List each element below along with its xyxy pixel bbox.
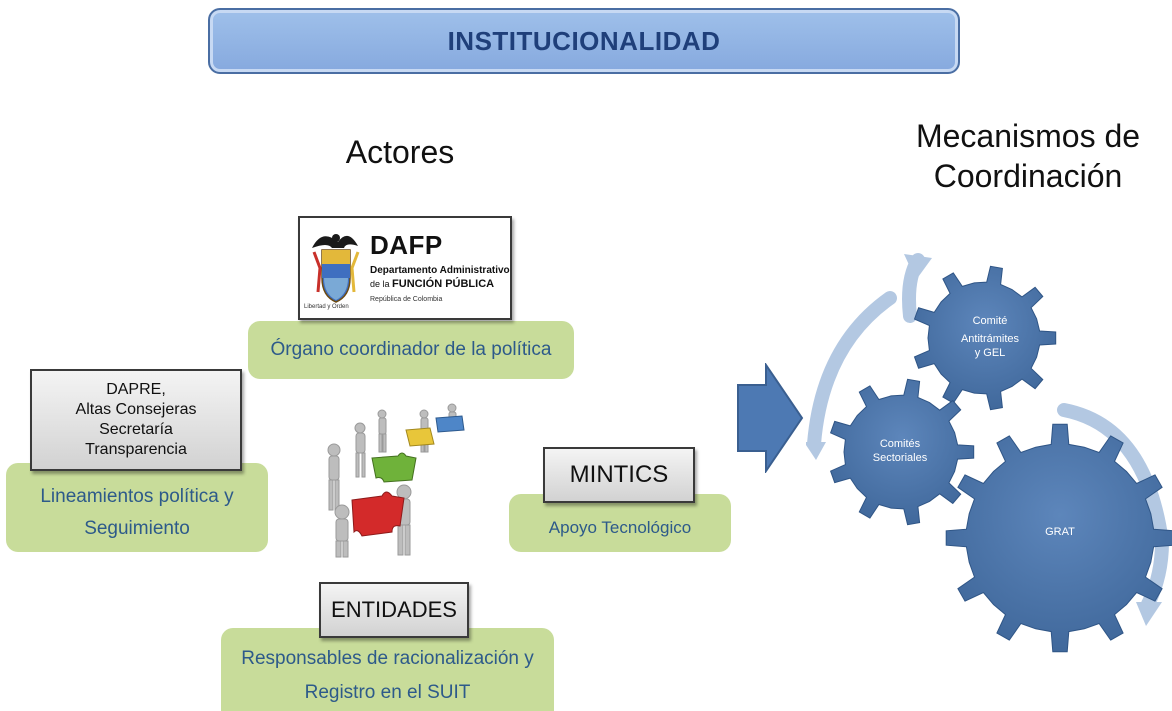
entidades-box: ENTIDADES [319,582,469,638]
gears-graphic [806,253,1172,653]
dafp-country: República de Colombia [370,296,443,303]
gear-comites-sectoriales [829,378,975,526]
puzzle-teamwork-illustration [312,400,489,558]
title-text: INSTITUCIONALIDAD [447,25,721,56]
gear-grat [945,423,1172,653]
entidades-role-box: Responsables de racionalización y Regist… [221,628,554,711]
dapre-role-box: Lineamientos política y Seguimiento [6,463,268,552]
cycle-arrowhead-top-icon [904,254,932,280]
cycle-arrowhead-right-icon [1136,602,1162,626]
dafp-motto: Libertad y Orden [304,304,349,310]
cycle-arrowhead-left-icon [806,442,826,460]
title-banner: INSTITUCIONALIDAD [208,8,960,74]
gear-label-comite-antitramites: Comité Antitrámites y GEL [960,315,1020,359]
gear-comite-antitramites [913,265,1057,411]
right-arrow-icon [737,363,804,473]
dapre-box: DAPRE, Altas Consejeras Secretaría Trans… [30,369,242,471]
dafp-name-line2: de la FUNCIÓN PÚBLICA [370,278,495,290]
gear-label-grat: GRAT [1045,526,1075,538]
dafp-role-box: Órgano coordinador de la política [248,321,574,379]
mintics-role-box: Apoyo Tecnológico [509,494,731,552]
dafp-logo-card: DAFP Departamento Administrativo de la F… [298,216,512,320]
dafp-name-line1: Departamento Administrativo [370,265,510,276]
mintics-box: MINTICS [543,447,695,503]
mecanismos-heading: Mecanismos de Coordinación [915,118,1141,194]
gear-label-comites-sectoriales: Comités Sectoriales [872,438,928,464]
colombia-coat-of-arms-icon [312,234,360,303]
dafp-acronym: DAFP [370,230,443,260]
actores-heading: Actores [345,134,455,170]
